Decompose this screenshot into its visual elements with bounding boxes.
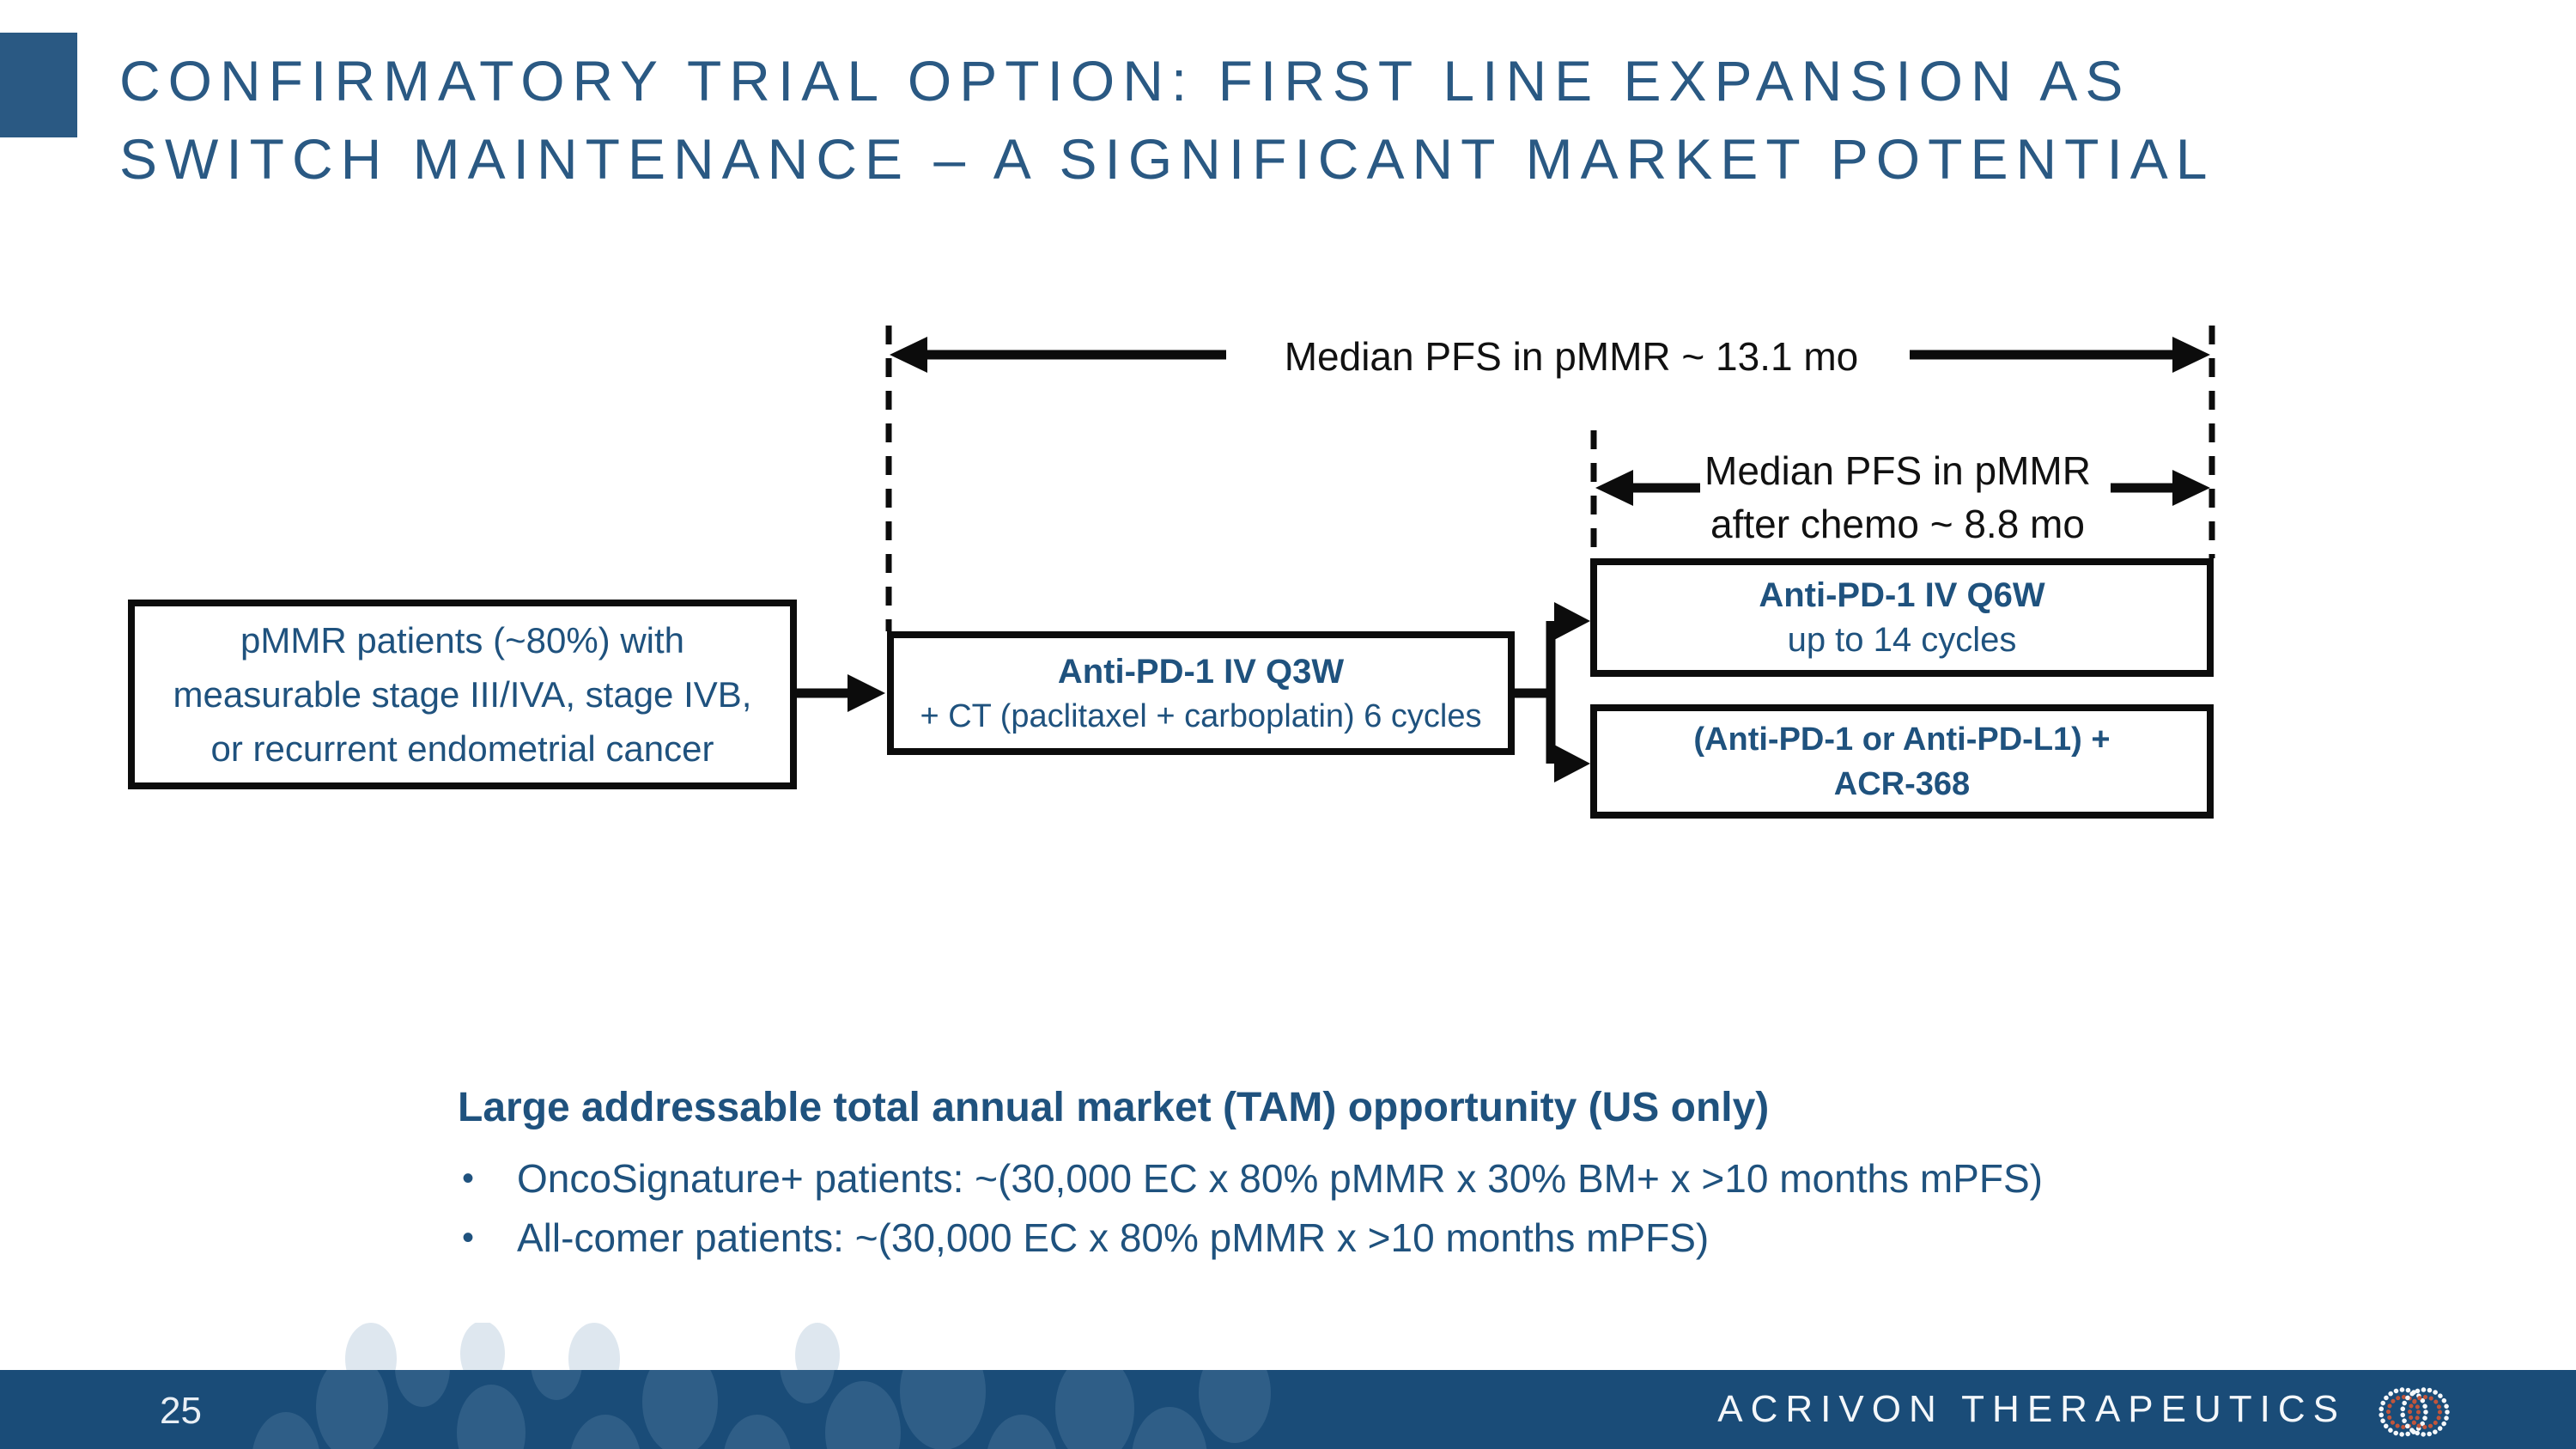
brand-name: ACRIVON THERAPEUTICS <box>1717 1388 2346 1430</box>
page-number: 25 <box>160 1390 202 1432</box>
chemo-box-subtitle: + CT (paclitaxel + carboplatin) 6 cycles <box>920 698 1482 734</box>
pfs-mid-label-line1: Median PFS in pMMR <box>1704 448 2091 493</box>
pfs-mid-arrow-left-head <box>1595 470 1633 506</box>
chemo-box-title: Anti-PD-1 IV Q3W <box>1057 653 1345 691</box>
pfs-mid-label-line2: after chemo ~ 8.8 mo <box>1710 502 2085 546</box>
pfs-top-arrow-right-head <box>2172 337 2210 373</box>
footer-band <box>0 1323 2576 1449</box>
pfs-top-label: Median PFS in pMMR ~ 13.1 mo <box>1284 334 1859 379</box>
patients-box-line1: pMMR patients (~80%) with <box>240 620 685 661</box>
acr368-box: (Anti-PD-1 or Anti-PD-L1) + ACR-368 <box>1590 704 2214 819</box>
bullet-text-allcomer: All-comer patients: ~(30,000 EC x 80% pM… <box>517 1215 1710 1260</box>
list-item: • OncoSignature+ patients: ~(30,000 EC x… <box>462 1149 2351 1209</box>
bullet-icon: • <box>462 1160 475 1197</box>
branch-arrow-top-head <box>1554 602 1590 640</box>
maintenance-q6w-title: Anti-PD-1 IV Q6W <box>1759 576 2045 614</box>
patients-box-line2: measurable stage III/IVA, stage IVB, <box>173 674 752 715</box>
bullet-icon: • <box>462 1219 475 1257</box>
branch-arrow-bottom-head <box>1554 745 1590 782</box>
maintenance-q6w-subtitle: up to 14 cycles <box>1787 621 2017 659</box>
footer-dot-pattern <box>252 1370 1271 1449</box>
patients-box-line3: or recurrent endometrial cancer <box>210 728 714 769</box>
patients-to-chemo-arrow-head <box>848 674 885 712</box>
list-item: • All-comer patients: ~(30,000 EC x 80% … <box>462 1209 2351 1268</box>
page-title-line1: CONFIRMATORY TRIAL OPTION: FIRST LINE EX… <box>119 49 2131 113</box>
acr368-box-line1: (Anti-PD-1 or Anti-PD-L1) + <box>1693 721 2111 758</box>
page-title: CONFIRMATORY TRIAL OPTION: FIRST LINE EX… <box>119 42 2515 198</box>
pfs-mid-arrow-right-head <box>2172 470 2210 506</box>
pfs-mid-label: Median PFS in pMMR after chemo ~ 8.8 mo <box>1696 444 2099 551</box>
pfs-top-arrow-left-head <box>890 337 927 373</box>
acrivon-logo-icon <box>2379 1387 2450 1437</box>
bullet-text-oncosignature: OncoSignature+ patients: ~(30,000 EC x 8… <box>517 1156 2043 1201</box>
market-bullet-list: • OncoSignature+ patients: ~(30,000 EC x… <box>462 1149 2351 1268</box>
page-title-line2: SWITCH MAINTENANCE – A SIGNIFICANT MARKE… <box>119 127 2215 191</box>
acr368-box-line2: ACR-368 <box>1833 765 1971 802</box>
chemo-box: Anti-PD-1 IV Q3W + CT (paclitaxel + carb… <box>887 631 1515 755</box>
market-heading: Large addressable total annual market (T… <box>458 1085 1770 1130</box>
maintenance-q6w-box: Anti-PD-1 IV Q6W up to 14 cycles <box>1590 558 2214 677</box>
title-accent-bar <box>0 33 77 137</box>
patients-box: pMMR patients (~80%) with measurable sta… <box>128 600 797 789</box>
